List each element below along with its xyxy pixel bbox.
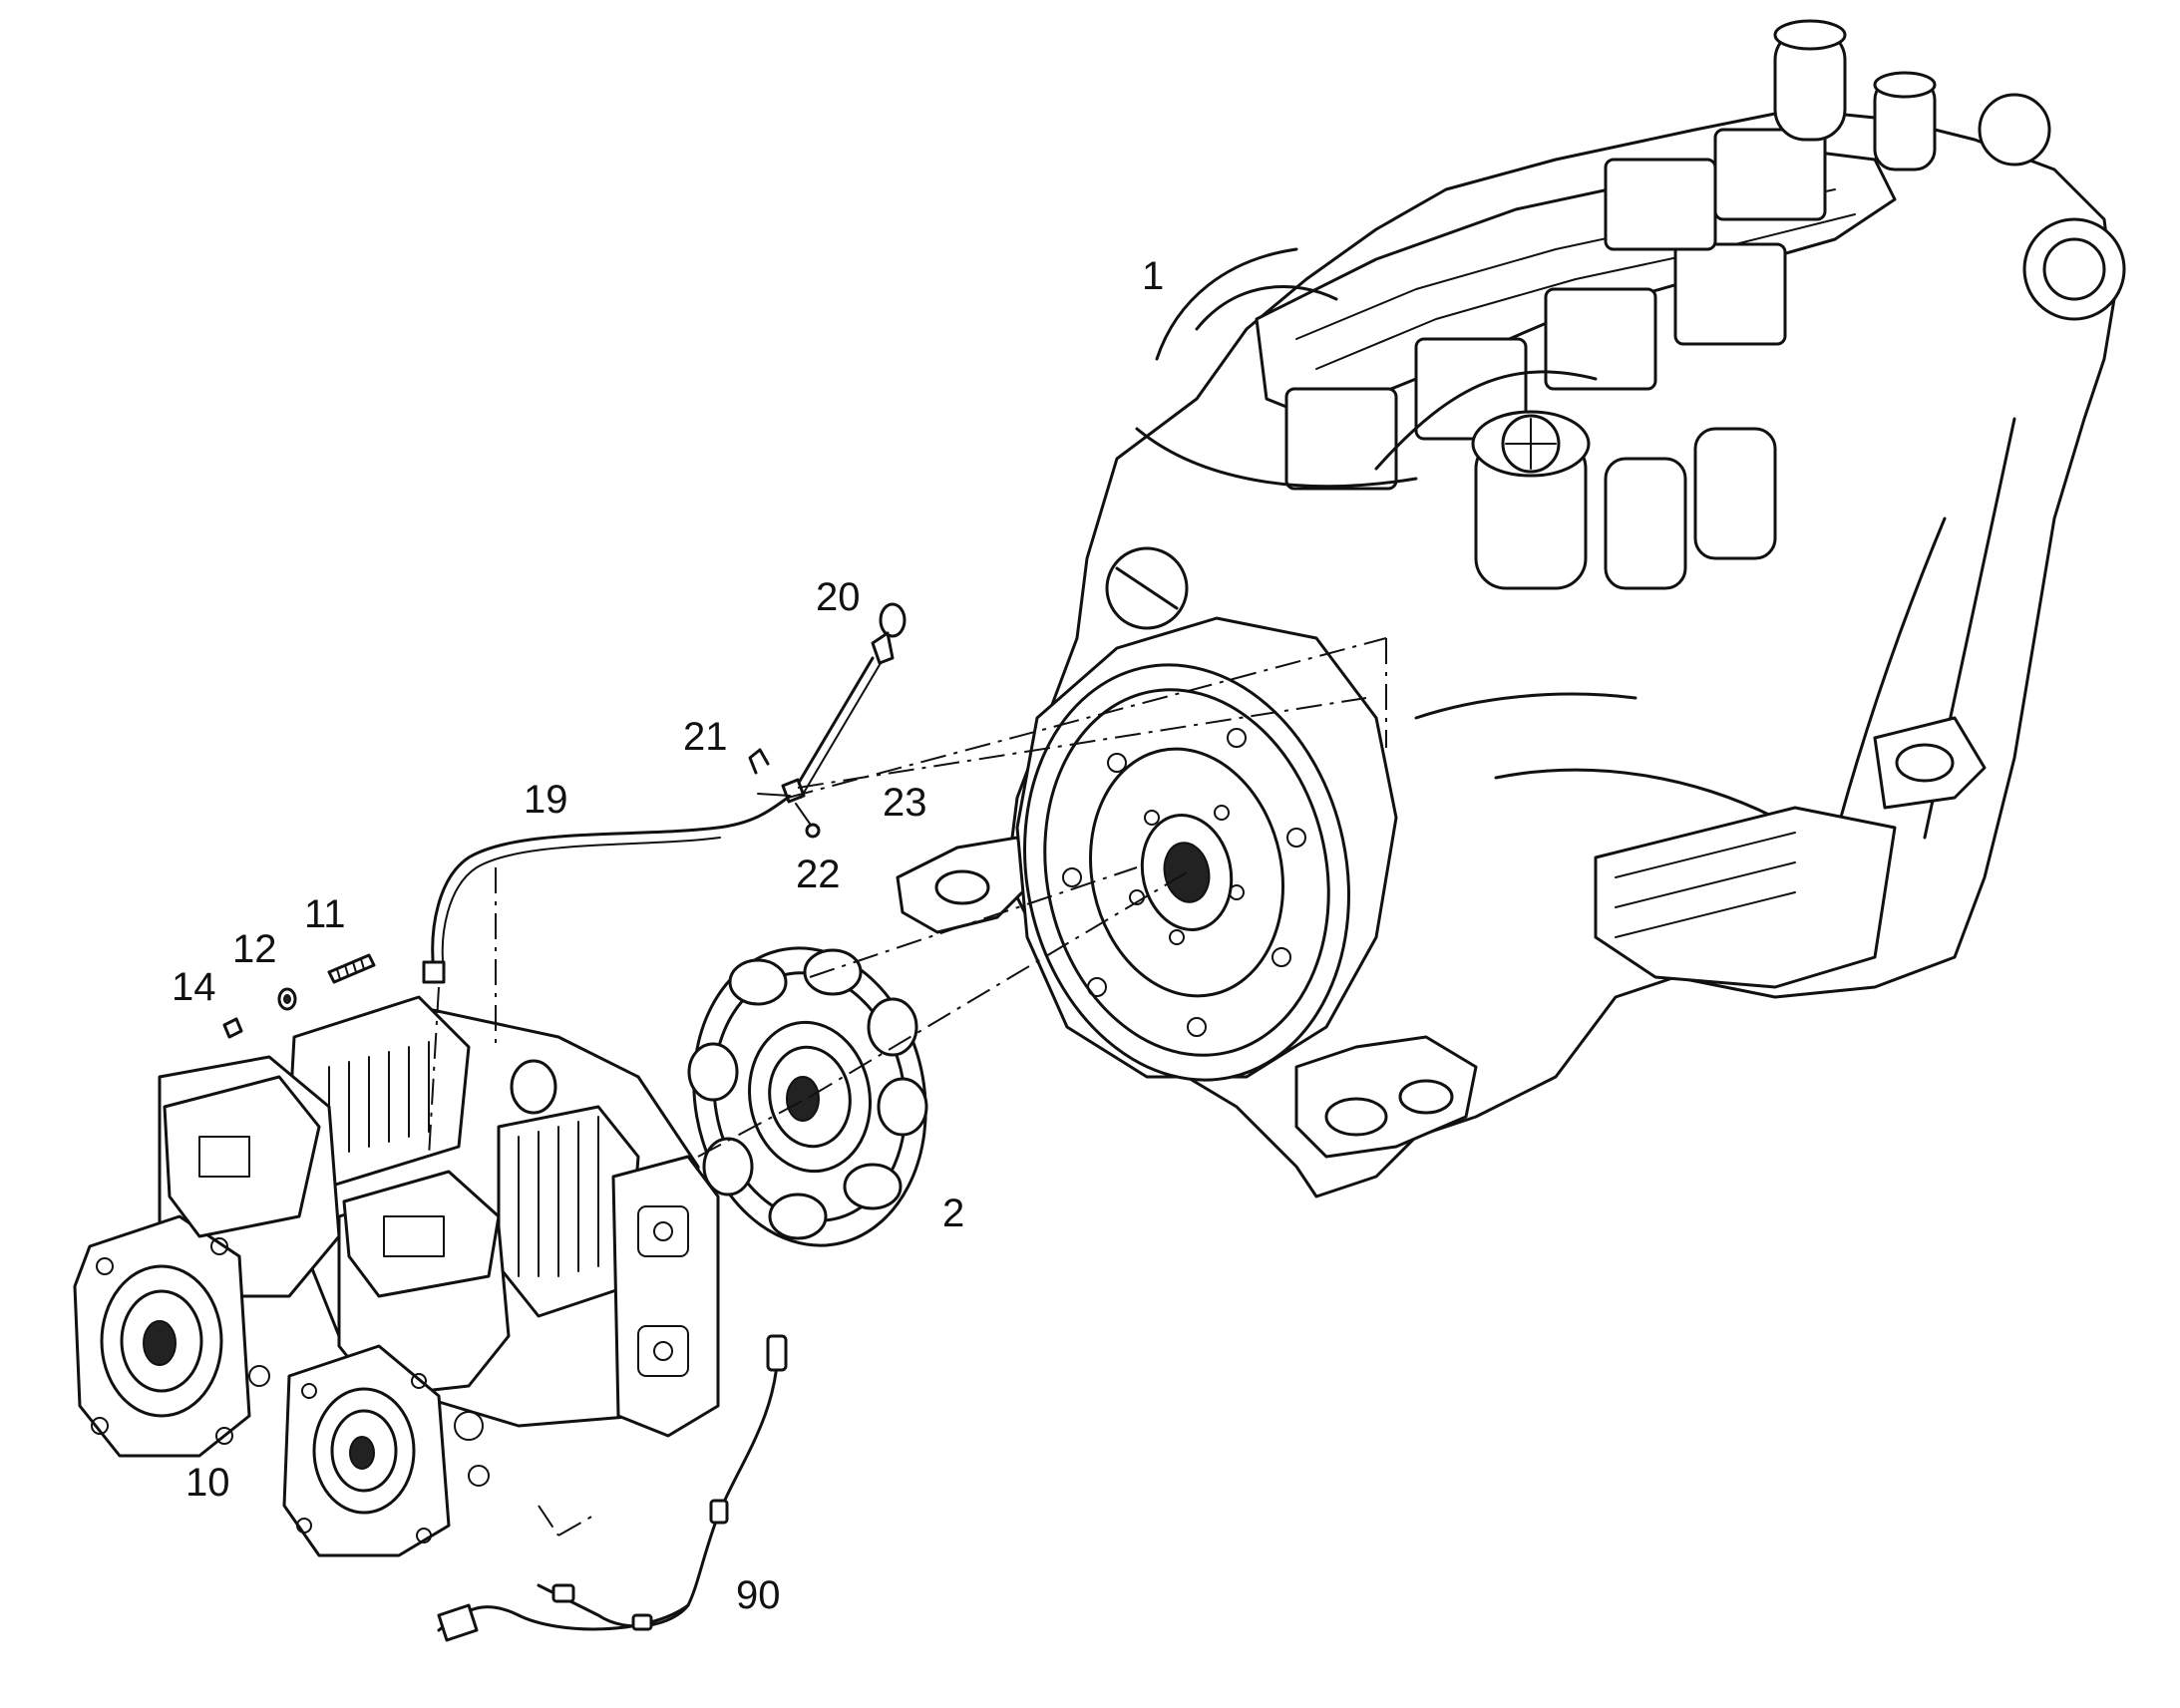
callout-pump: 10 <box>185 1461 230 1505</box>
callout-clamp: 23 <box>883 781 927 825</box>
callout-hose-end: 20 <box>816 575 861 619</box>
hose-end-drawing <box>791 602 907 799</box>
screw-drawing <box>805 823 821 839</box>
callout-hose: 19 <box>524 778 568 822</box>
hose-drawing <box>422 796 790 984</box>
assembly-centerlines <box>428 637 1387 1537</box>
washer-drawing <box>277 987 297 1011</box>
callout-coupling: 2 <box>942 1192 964 1235</box>
nut-drawing <box>222 1017 243 1039</box>
callout-harness: 90 <box>736 1573 781 1617</box>
callout-nut: 14 <box>172 965 216 1009</box>
engine-drawing <box>896 19 2126 1198</box>
callout-screw: 22 <box>796 853 841 896</box>
callout-washer: 12 <box>232 927 277 971</box>
stud-drawing <box>327 953 376 984</box>
harness-drawing <box>437 1334 788 1642</box>
pump-assembly-drawing <box>73 995 720 1557</box>
callout-engine: 1 <box>1142 254 1164 298</box>
callout-labels: 1 2 10 11 12 14 19 20 21 22 23 90 <box>172 254 1164 1617</box>
callout-stud: 11 <box>304 892 346 936</box>
callout-clip: 21 <box>683 715 728 759</box>
clip-drawing <box>748 748 770 775</box>
